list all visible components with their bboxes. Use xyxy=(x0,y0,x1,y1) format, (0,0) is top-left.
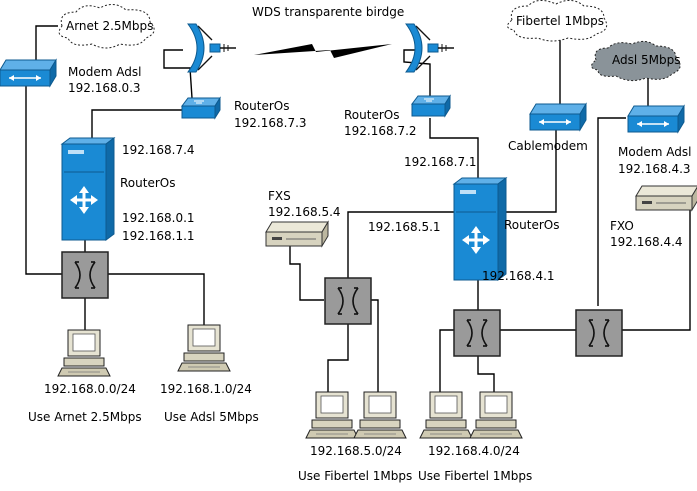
net0-label: 192.168.0.0/24 xyxy=(44,382,136,396)
server-right-icon xyxy=(453,177,507,281)
switch-lan4-icon xyxy=(453,309,501,357)
pc-net4-b-icon xyxy=(469,391,523,439)
modem-adsl-left-label: Modem Adsl xyxy=(68,65,141,79)
switch-left-icon xyxy=(61,251,109,299)
fxs-ip: 192.168.5.4 xyxy=(268,205,341,219)
fxo-ip: 192.168.4.4 xyxy=(610,235,683,249)
use-arnet-label: Use Arnet 2.5Mbps xyxy=(28,410,142,424)
cloud-arnet: Arnet 2.5Mbps xyxy=(58,4,155,49)
use-fibertel-2-label: Use Fibertel 1Mbps xyxy=(418,469,532,483)
modem-adsl-left-ip: 192.168.0.3 xyxy=(68,81,141,95)
cablemodem-label: Cablemodem xyxy=(508,139,588,153)
router-left-ip: 192.168.7.3 xyxy=(234,116,307,130)
switch-fxs-icon xyxy=(324,277,372,325)
router-small-mid-icon xyxy=(411,95,451,117)
antenna-left-icon xyxy=(187,23,237,73)
server-left-ip-top: 192.168.7.4 xyxy=(122,143,195,157)
server-left-name: RouterOs xyxy=(120,176,175,190)
pc-net1-icon xyxy=(177,324,231,372)
server-left-icon xyxy=(61,137,115,241)
wds-label: WDS transparente birdge xyxy=(252,5,404,19)
pc-net0-icon xyxy=(57,329,111,377)
server-right-ip-left: 192.168.5.1 xyxy=(368,220,441,234)
use-fibertel-1-label: Use Fibertel 1Mbps xyxy=(298,469,412,483)
fxs-label: FXS xyxy=(268,189,291,203)
cloud-fibertel-label: Fibertel 1Mbps xyxy=(516,14,604,28)
router-small-left-icon xyxy=(181,97,221,119)
modem-adsl-left-icon xyxy=(0,59,57,87)
server-left-ip-a: 192.168.0.1 xyxy=(122,211,195,225)
cloud-adsl-label: Adsl 5Mbps xyxy=(612,53,681,67)
net4-label: 192.168.4.0/24 xyxy=(428,444,520,458)
router-mid-name: RouterOs xyxy=(344,108,399,122)
pc-net4-a-icon xyxy=(419,391,473,439)
wds-link-bolt xyxy=(254,44,392,58)
use-adsl-label: Use Adsl 5Mbps xyxy=(164,410,259,424)
fxo-gateway-icon xyxy=(635,185,697,211)
router-left-name: RouterOs xyxy=(234,99,289,113)
router-mid-ip: 192.168.7.2 xyxy=(344,124,417,138)
server-right-ip-top: 192.168.7.1 xyxy=(404,155,477,169)
cablemodem-icon xyxy=(529,103,587,131)
cloud-arnet-label: Arnet 2.5Mbps xyxy=(66,19,153,33)
pc-net5-a-icon xyxy=(305,391,359,439)
cloud-fibertel: Fibertel 1Mbps xyxy=(507,0,608,42)
server-left-ip-b: 192.168.1.1 xyxy=(122,229,195,243)
server-right-ip-bottom: 192.168.4.1 xyxy=(482,269,555,283)
modem-adsl-right-icon xyxy=(627,105,685,133)
switch-right-icon xyxy=(575,309,623,357)
fxo-label: FXO xyxy=(610,219,634,233)
modem-adsl-right-label: Modem Adsl xyxy=(618,145,691,159)
server-right-name: RouterOs xyxy=(504,218,559,232)
modem-adsl-right-ip: 192.168.4.3 xyxy=(618,162,691,176)
connection-lines xyxy=(25,25,691,392)
fxs-gateway-icon xyxy=(265,221,329,247)
pc-net5-b-icon xyxy=(353,391,407,439)
net1-label: 192.168.1.0/24 xyxy=(160,382,252,396)
cloud-adsl: Adsl 5Mbps xyxy=(591,40,681,82)
net5-label: 192.168.5.0/24 xyxy=(310,444,402,458)
